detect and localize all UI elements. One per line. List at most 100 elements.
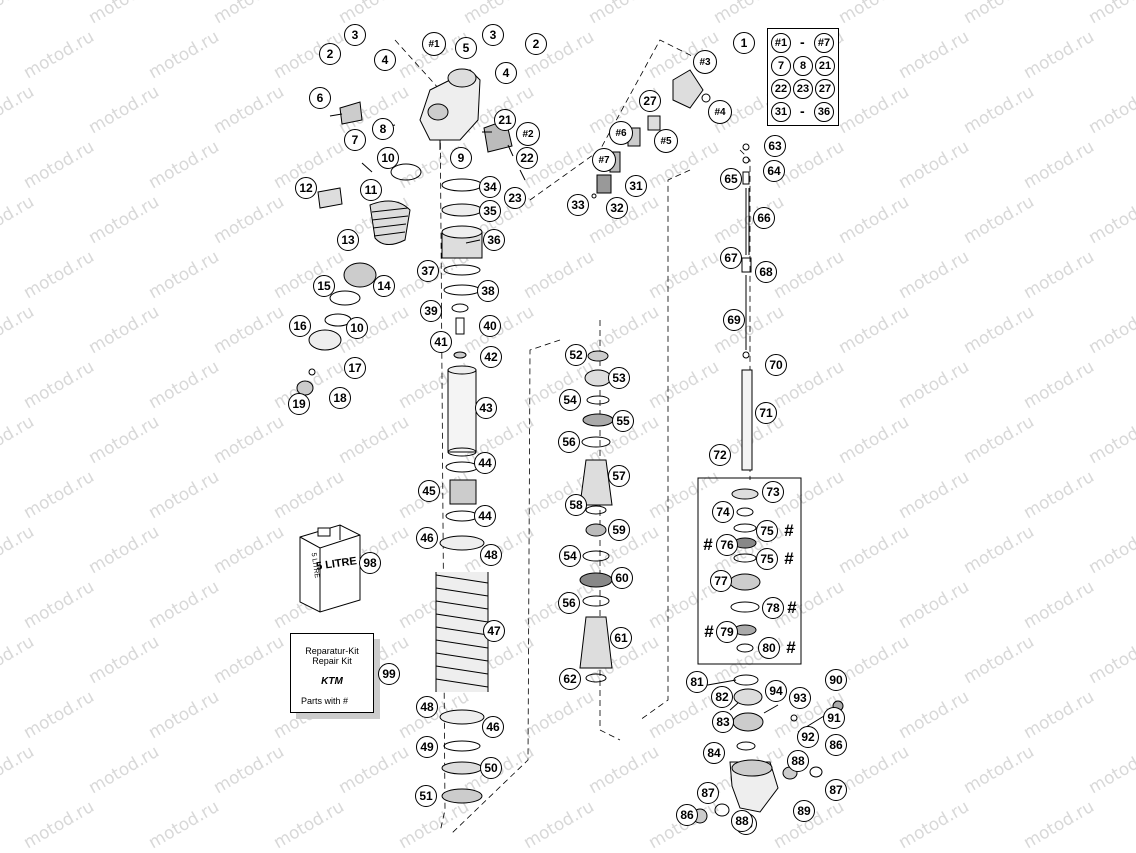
part-callout-2: 2 — [319, 43, 341, 65]
part-callout-98: 98 — [359, 552, 381, 574]
part-callout-72: 72 — [709, 444, 731, 466]
part-callout-93: 93 — [789, 687, 811, 709]
part-callout-1: 1 — [733, 32, 755, 54]
part-callout-37: 37 — [417, 260, 439, 282]
part-callout-94: 94 — [765, 680, 787, 702]
part-callout-69: 69 — [723, 309, 745, 331]
legend-row4-end: 36 — [814, 102, 834, 122]
legend-row1-dash: - — [800, 34, 805, 50]
part-callout-43: 43 — [475, 397, 497, 419]
part-callout-67: 67 — [720, 247, 742, 269]
part-callout-56: 56 — [558, 592, 580, 614]
legend-row1-end: #7 — [814, 33, 834, 53]
part-callout-63: 63 — [764, 135, 786, 157]
part-callout-62: 62 — [559, 668, 581, 690]
part-callout-31: 31 — [625, 175, 647, 197]
part-callout-50: 50 — [480, 757, 502, 779]
part-callout-hash6: #6 — [609, 121, 633, 145]
part-callout-21: 21 — [494, 109, 516, 131]
repair-kit-box: Reparatur-Kit Repair Kit KTM Parts with … — [290, 633, 374, 713]
part-callout-44: 44 — [474, 452, 496, 474]
part-callout-9: 9 — [450, 147, 472, 169]
part-callout-76: 76 — [716, 534, 738, 556]
part-callout-59: 59 — [608, 519, 630, 541]
part-callout-32: 32 — [606, 197, 628, 219]
part-callout-46: 46 — [416, 527, 438, 549]
parts-group-legend: #1 - #7 7 8 21 22 23 27 31 - 36 — [767, 28, 839, 126]
part-callout-13: 13 — [337, 229, 359, 251]
part-callout-87: 87 — [697, 782, 719, 804]
legend-row4-dash: - — [800, 103, 805, 119]
part-callout-88: 88 — [787, 750, 809, 772]
part-callout-hash3: #3 — [693, 50, 717, 74]
part-callout-16: 16 — [289, 315, 311, 337]
part-callout-44: 44 — [474, 505, 496, 527]
part-callout-90: 90 — [825, 669, 847, 691]
part-callout-87: 87 — [825, 779, 847, 801]
part-callout-70: 70 — [765, 354, 787, 376]
part-callout-54: 54 — [559, 545, 581, 567]
part-callout-10: 10 — [346, 317, 368, 339]
part-callout-33: 33 — [567, 194, 589, 216]
repair-kit-hash-mark: # — [784, 521, 794, 540]
part-callout-65: 65 — [720, 168, 742, 190]
legend-row2-a: 7 — [771, 56, 791, 76]
part-callout-11: 11 — [360, 179, 382, 201]
ktm-logo: KTM — [321, 676, 343, 687]
part-callout-89: 89 — [793, 800, 815, 822]
part-callout-2: 2 — [525, 33, 547, 55]
repair-kit-line4: Parts with # — [301, 696, 349, 706]
part-callout-4: 4 — [374, 49, 396, 71]
part-callout-78: 78 — [762, 597, 784, 619]
part-callout-38: 38 — [477, 280, 499, 302]
legend-row3-c: 27 — [815, 79, 835, 99]
part-callout-86: 86 — [676, 804, 698, 826]
legend-row3-b: 23 — [793, 79, 813, 99]
part-callout-83: 83 — [712, 711, 734, 733]
part-callout-84: 84 — [703, 742, 725, 764]
part-callout-91: 91 — [823, 707, 845, 729]
legend-row2-c: 21 — [815, 56, 835, 76]
part-callout-75: 75 — [756, 520, 778, 542]
part-callout-3: 3 — [482, 24, 504, 46]
part-callout-48: 48 — [480, 544, 502, 566]
part-callout-42: 42 — [480, 346, 502, 368]
part-callout-80: 80 — [758, 637, 780, 659]
part-callout-53: 53 — [608, 367, 630, 389]
repair-kit-line2: Repair Kit — [312, 656, 352, 666]
part-callout-51: 51 — [415, 785, 437, 807]
part-callout-15: 15 — [313, 275, 335, 297]
part-callout-10: 10 — [377, 147, 399, 169]
part-callout-60: 60 — [611, 567, 633, 589]
part-callout-hash1: #1 — [422, 32, 446, 56]
part-callout-46: 46 — [482, 716, 504, 738]
part-callout-47: 47 — [483, 620, 505, 642]
part-callout-7: 7 — [344, 129, 366, 151]
part-callout-55: 55 — [612, 410, 634, 432]
legend-row3-a: 22 — [771, 79, 791, 99]
repair-kit-line1: Reparatur-Kit — [305, 646, 359, 656]
part-callout-88: 88 — [731, 810, 753, 832]
part-callout-58: 58 — [565, 494, 587, 516]
part-callout-hash4: #4 — [708, 100, 732, 124]
part-callout-8: 8 — [372, 118, 394, 140]
part-callout-35: 35 — [479, 200, 501, 222]
part-callout-92: 92 — [797, 726, 819, 748]
part-callout-17: 17 — [344, 357, 366, 379]
part-callout-82: 82 — [711, 686, 733, 708]
part-callout-14: 14 — [373, 275, 395, 297]
part-callout-66: 66 — [753, 207, 775, 229]
part-callout-39: 39 — [420, 300, 442, 322]
part-callout-49: 49 — [416, 736, 438, 758]
part-callout-54: 54 — [559, 389, 581, 411]
part-callout-hash5: #5 — [654, 129, 678, 153]
part-callout-36: 36 — [483, 229, 505, 251]
part-callout-27: 27 — [639, 90, 661, 112]
part-callout-81: 81 — [686, 671, 708, 693]
repair-kit-hash-mark: # — [784, 549, 794, 568]
part-callout-41: 41 — [430, 331, 452, 353]
part-callout-4: 4 — [495, 62, 517, 84]
part-callout-12: 12 — [295, 177, 317, 199]
part-callout-75: 75 — [756, 548, 778, 570]
